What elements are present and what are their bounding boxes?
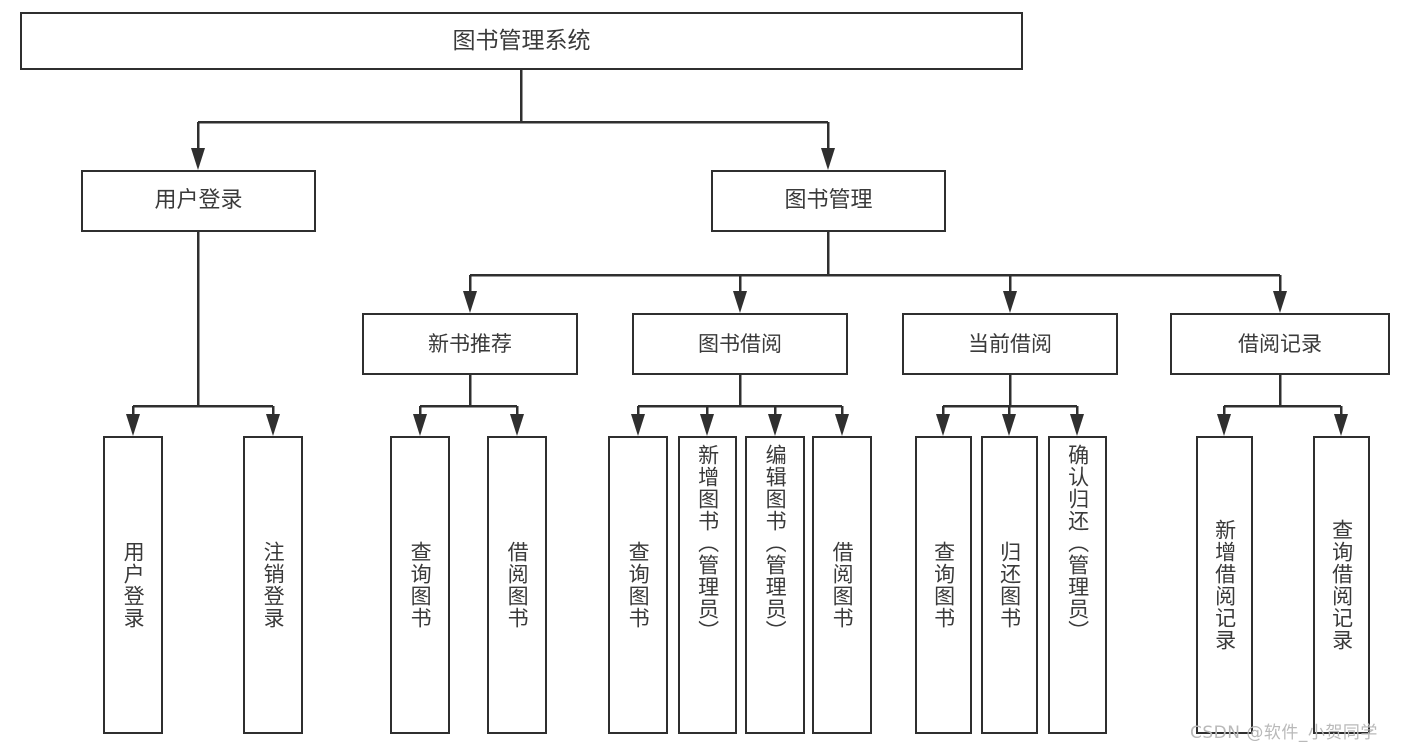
- node-leaf-add-record: 新增借阅记录: [1196, 436, 1253, 734]
- watermark-label: CSDN @软件_小贺同学: [1190, 723, 1378, 743]
- node-new-book-recommend: 新书推荐: [362, 313, 578, 375]
- node-leaf-confirm-return: 确认归还（管理员）: [1048, 436, 1107, 734]
- node-user-login: 用户登录: [81, 170, 316, 232]
- node-leaf-query-book-2: 查询图书: [608, 436, 668, 734]
- node-leaf-query-book-3: 查询图书: [915, 436, 972, 734]
- node-leaf-edit-book: 编辑图书（管理员）: [745, 436, 805, 734]
- node-book-manage: 图书管理: [711, 170, 946, 232]
- node-leaf-logout: 注销登录: [243, 436, 303, 734]
- node-borrow-record: 借阅记录: [1170, 313, 1390, 375]
- node-current-borrow: 当前借阅: [902, 313, 1118, 375]
- node-leaf-add-book: 新增图书（管理员）: [678, 436, 737, 734]
- node-leaf-return-book: 归还图书: [981, 436, 1038, 734]
- node-leaf-borrow-book-1: 借阅图书: [487, 436, 547, 734]
- node-leaf-query-record: 查询借阅记录: [1313, 436, 1370, 734]
- node-leaf-user-login: 用户登录: [103, 436, 163, 734]
- node-leaf-query-book-1: 查询图书: [390, 436, 450, 734]
- node-book-borrow: 图书借阅: [632, 313, 848, 375]
- node-leaf-borrow-book-2: 借阅图书: [812, 436, 872, 734]
- node-root-title: 图书管理系统: [20, 12, 1023, 70]
